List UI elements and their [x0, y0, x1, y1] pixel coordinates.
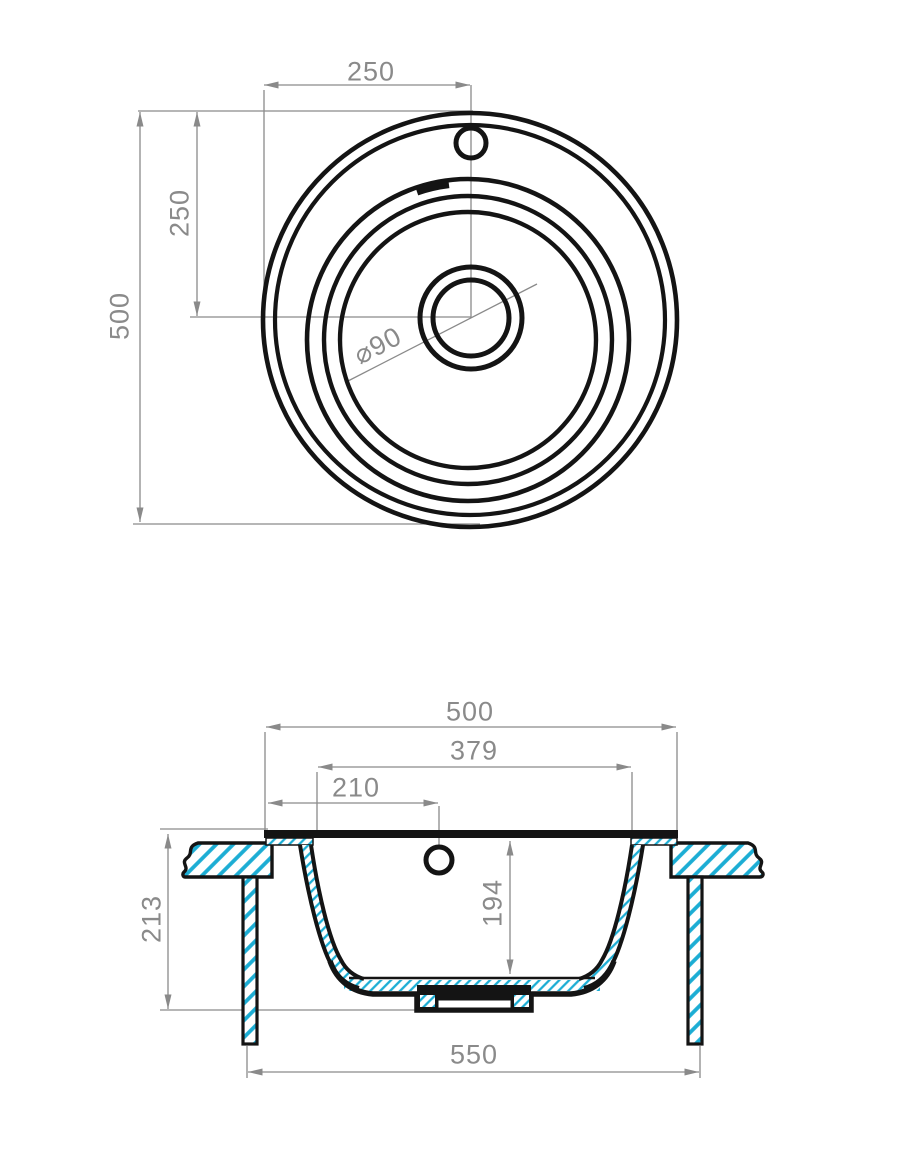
rim-inner-circle	[272, 122, 668, 518]
dim-label-section-tap-offset: 210	[331, 772, 381, 803]
drain-inner-circle	[430, 277, 512, 359]
overflow-mark	[415, 180, 450, 196]
dim-label-top-half-width: 250	[346, 56, 396, 87]
rim-outer-circle	[260, 110, 680, 530]
dim-label-top-outer-diameter: 500	[104, 291, 135, 341]
top-view-dimension-lines	[136, 81, 470, 522]
section-view	[160, 723, 765, 1078]
dim-label-top-half-height: 250	[164, 188, 195, 238]
sink-plan-outline	[260, 110, 680, 530]
drain-recess	[435, 997, 514, 1011]
drain-wedge-right	[514, 995, 529, 1007]
dim-label-section-bowl-width: 379	[449, 735, 499, 766]
dim-label-section-bowl-depth: 194	[477, 878, 508, 928]
sink-section	[264, 830, 678, 1013]
dim-label-section-overall-width: 500	[445, 696, 495, 727]
bowl-slope-circle	[321, 193, 615, 487]
rim-flange-right	[630, 837, 678, 846]
dim-label-section-overall-height: 213	[136, 894, 167, 944]
bowl-wall-outlines	[298, 844, 645, 990]
top-view	[133, 81, 680, 530]
section-dimension-lines	[164, 723, 699, 1076]
dim-label-section-base-span: 550	[449, 1039, 499, 1070]
drain-wedge-left	[420, 995, 435, 1007]
countertop-left-slab	[181, 841, 274, 879]
drain-outer-circle	[417, 264, 525, 372]
countertop-right-slab	[669, 841, 765, 879]
rim-flange-left	[265, 837, 314, 846]
tap-hole-circle	[453, 125, 489, 161]
rim-top-surface	[264, 830, 678, 838]
cabinet-left-panel	[241, 875, 259, 1046]
tap-hole-section	[423, 844, 455, 876]
countertop	[181, 841, 765, 1046]
bowl-bottom-circle	[337, 209, 599, 471]
cabinet-right-panel	[686, 875, 704, 1046]
bowl-edge-circle	[304, 176, 632, 504]
